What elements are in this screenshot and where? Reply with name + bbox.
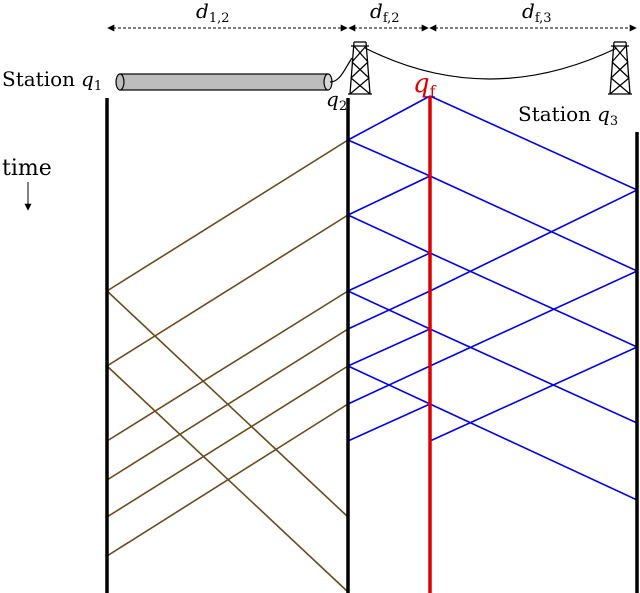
transmission-tower-icon [608, 41, 632, 95]
overhead-line [364, 47, 618, 80]
cable-wave-reflections [106, 139, 349, 593]
df2-label: df,2 [370, 0, 400, 26]
q2-label: q2 [326, 87, 347, 114]
overhead-wave-reflections [347, 95, 638, 501]
qf-label: qf [413, 69, 437, 101]
transmission-tower-icon [348, 41, 372, 95]
d12-label: d1,2 [196, 0, 230, 26]
underground-cable [115, 57, 353, 91]
time-label: time [2, 156, 52, 181]
df3-label: df,3 [522, 0, 552, 26]
